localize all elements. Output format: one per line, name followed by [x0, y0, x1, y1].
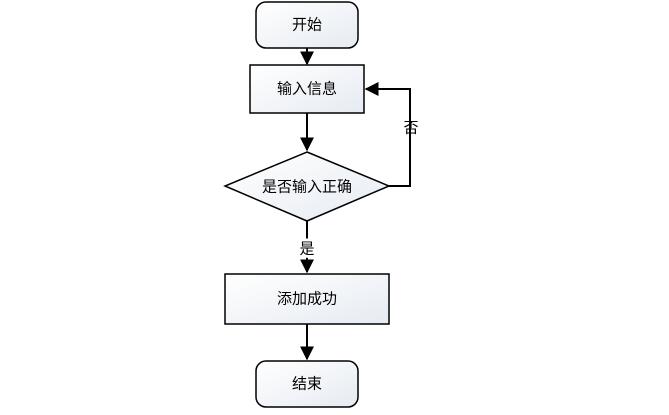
- no-label: 否: [403, 119, 418, 137]
- check-input-label: 是否输入正确: [262, 178, 352, 196]
- edge-no-loop: [364, 82, 411, 187]
- input-info-label: 输入信息: [277, 80, 337, 98]
- start-label: 开始: [292, 16, 322, 34]
- start-node: 开始: [255, 1, 359, 49]
- yes-label: 是: [299, 240, 314, 258]
- end-node: 结束: [255, 360, 359, 408]
- add-success-label: 添加成功: [277, 290, 337, 308]
- check-input-decision: 是否输入正确: [223, 151, 391, 222]
- add-success-node: 添加成功: [224, 273, 390, 325]
- input-info-node: 输入信息: [249, 64, 365, 114]
- end-label: 结束: [292, 375, 322, 393]
